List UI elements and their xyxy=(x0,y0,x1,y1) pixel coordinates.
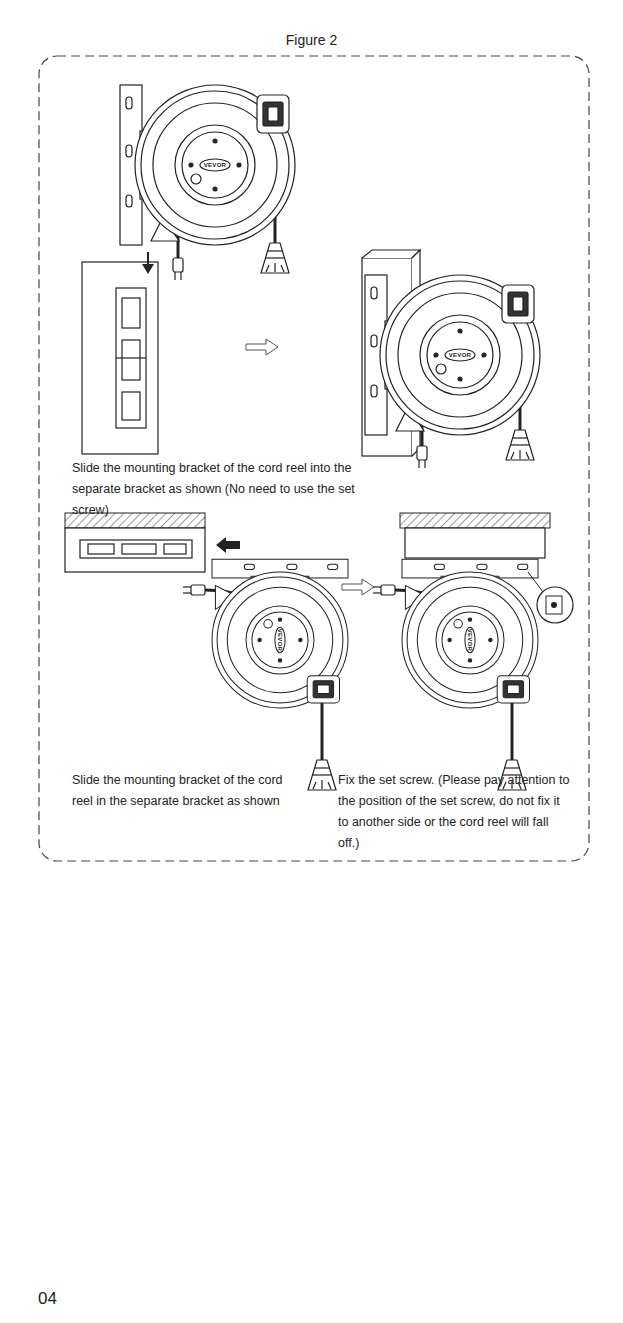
brand-logo: VEVOR xyxy=(277,629,283,652)
figure-frame: Slide the mounting bracket of the cord r… xyxy=(38,55,590,862)
instruction-caption: Slide the mounting bracket of the cord r… xyxy=(72,770,287,812)
figure-title: Figure 2 xyxy=(0,30,623,51)
dashed-border xyxy=(38,55,590,862)
instruction-caption: Slide the mounting bracket of the cord r… xyxy=(72,458,382,521)
brand-logo: VEVOR xyxy=(467,629,473,652)
instruction-caption: Fix the set screw. (Please pay attention… xyxy=(338,770,570,854)
page-number: 04 xyxy=(38,1288,57,1309)
brand-logo: VEVOR xyxy=(449,352,472,358)
dashed-border xyxy=(39,56,589,861)
brand-logo: VEVOR xyxy=(204,162,227,168)
